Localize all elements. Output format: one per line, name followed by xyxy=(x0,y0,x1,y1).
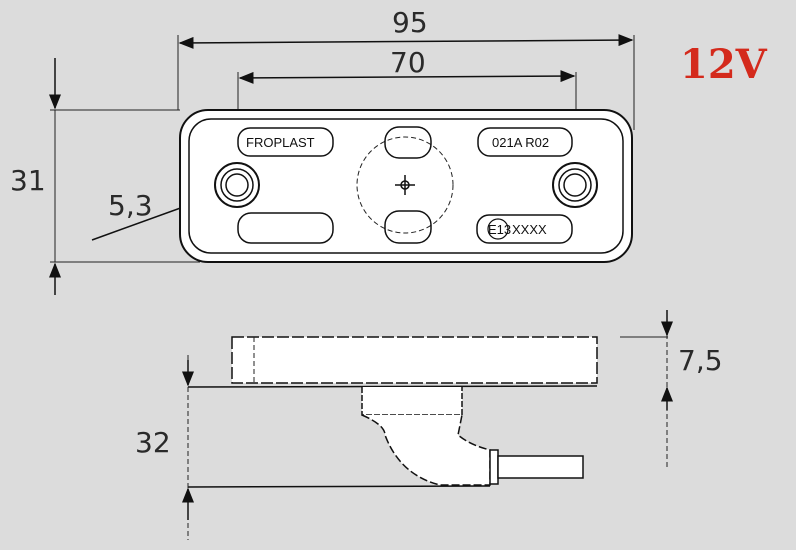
approval-marking: E13 XXXX xyxy=(476,214,573,244)
cable-connector xyxy=(489,449,499,485)
dimension-height: 31 xyxy=(10,58,200,295)
mounting-hole-right xyxy=(552,162,598,208)
cable xyxy=(497,455,584,479)
center-lens xyxy=(356,126,454,244)
dimension-label-31: 31 xyxy=(10,164,46,197)
lamp-side-view xyxy=(187,336,598,488)
dimension-thickness: 7,5 xyxy=(620,310,723,470)
dimension-label-5-3: 5,3 xyxy=(108,189,153,222)
voltage-label: 12V xyxy=(680,41,768,88)
brand-text: FROPLAST xyxy=(246,135,315,150)
approval-mark-text: E13 xyxy=(488,222,511,237)
dimension-label-95: 95 xyxy=(392,6,428,39)
mounting-hole-left xyxy=(214,162,260,208)
lamp-top-view: FROPLAST 021A R02 E13 XXXX xyxy=(179,109,633,263)
dimension-label-32: 32 xyxy=(135,426,171,459)
dimension-overall-length: 95 xyxy=(177,6,635,130)
dimension-label-70: 70 xyxy=(390,46,426,79)
code-marking: 021A R02 xyxy=(477,127,573,157)
dimension-hole-spacing: 70 xyxy=(237,46,577,185)
blank-label-area xyxy=(237,212,334,244)
brand-marking: FROPLAST xyxy=(237,127,334,157)
dimension-depth: 32 xyxy=(135,355,194,540)
approval-number-text: XXXX xyxy=(512,222,547,237)
code-text: 021A R02 xyxy=(492,135,549,150)
dimension-label-7-5: 7,5 xyxy=(678,344,723,377)
